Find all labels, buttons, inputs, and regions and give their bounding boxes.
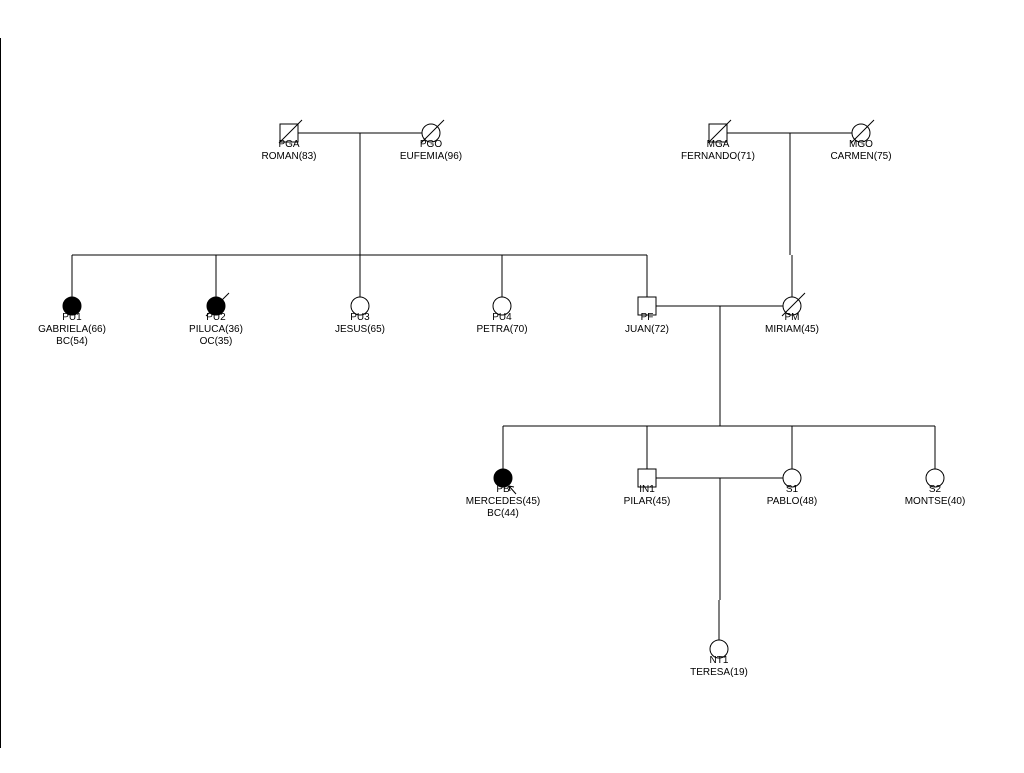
individual-name: PETRA(70) [476,324,527,335]
individual-code: IN1 [639,484,655,495]
individual-name: ROMAN(83) [261,151,316,162]
individual-code: S1 [786,484,799,495]
individual-code: PU1 [62,312,82,323]
individual-code: PU2 [206,312,226,323]
individual-code: S2 [929,484,942,495]
female-symbol [492,296,512,316]
individual-diagnosis: BC(44) [487,508,519,519]
individual-code: PU3 [350,312,370,323]
deceased-slash [278,119,303,144]
deceased-slash [205,292,230,317]
left-border [0,38,1,748]
individual-name: MIRIAM(45) [765,324,819,335]
individual-name: FERNANDO(71) [681,151,755,162]
female-symbol [782,468,802,488]
deceased-slash [707,119,732,144]
individual-code: PU4 [492,312,512,323]
individual-code: PF [641,312,654,323]
individual-name: JUAN(72) [625,324,669,335]
individual-code: PB [496,484,510,495]
individual-code: PGO [420,139,442,150]
deceased-slash [420,119,445,144]
individual-name: MONTSE(40) [905,496,966,507]
individual-diagnosis: BC(54) [56,336,88,347]
individual-name: CARMEN(75) [830,151,891,162]
proband-arrow [508,485,517,495]
individual-code: MGA [707,139,730,150]
individual-name: JESUS(65) [335,324,385,335]
female-symbol [493,468,513,488]
deceased-slash [850,119,875,144]
individual-name: PABLO(48) [767,496,817,507]
individual-name: TERESA(19) [690,667,748,678]
individual-code: PGA [278,139,299,150]
deceased-slash [781,292,806,317]
individual-name: PILAR(45) [624,496,671,507]
individual-name: PILUCA(36) [189,324,243,335]
male-symbol [637,296,657,316]
male-symbol [637,468,657,488]
individual-name: GABRIELA(66) [38,324,106,335]
individual-diagnosis: OC(35) [200,336,233,347]
individual-code: MGO [849,139,873,150]
female-symbol [709,639,729,659]
female-symbol [62,296,82,316]
individual-code: NT1 [710,655,729,666]
female-symbol [350,296,370,316]
female-symbol [925,468,945,488]
individual-code: PM [785,312,800,323]
individual-name: MERCEDES(45) [466,496,540,507]
individual-name: EUFEMIA(96) [400,151,462,162]
